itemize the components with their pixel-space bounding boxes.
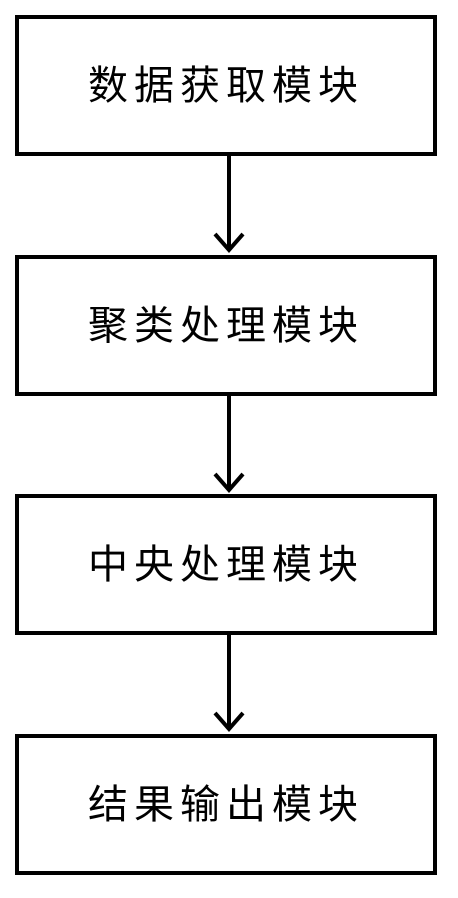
down-arrow-icon — [213, 635, 245, 733]
data-acquisition-module-box: 数据获取模块 — [15, 15, 437, 156]
down-arrow-icon — [213, 156, 245, 254]
result-output-module-box: 结果输出模块 — [15, 734, 437, 875]
module-label: 聚类处理模块 — [88, 302, 364, 349]
clustering-module-box: 聚类处理模块 — [15, 255, 437, 396]
module-label: 结果输出模块 — [88, 781, 364, 828]
module-label: 数据获取模块 — [88, 62, 364, 109]
down-arrow-icon — [213, 396, 245, 494]
module-label: 中央处理模块 — [88, 541, 364, 588]
central-processing-module-box: 中央处理模块 — [15, 494, 437, 635]
